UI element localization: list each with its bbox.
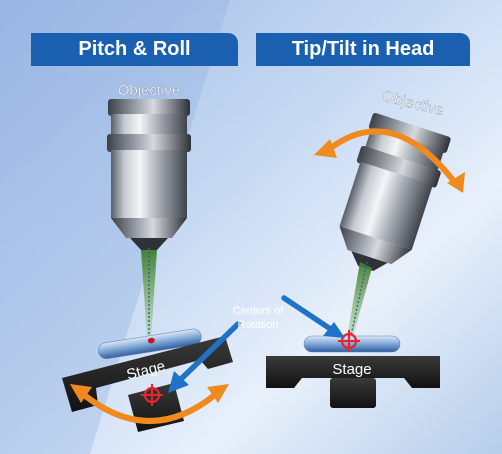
stage-right-block (330, 378, 376, 408)
crosshair-left-icon (141, 384, 163, 406)
crosshair-right-icon (338, 330, 360, 352)
slide-right (303, 335, 401, 353)
stage-right-label: Stage (332, 361, 371, 378)
tip-tilt-arrowhead-right (447, 172, 465, 193)
centers-of-rotation-line2: Rotation (238, 319, 279, 331)
tip-tilt-arrow-icon (325, 128, 459, 187)
tip-tilt-heading: Tip/Tilt in Head (256, 33, 470, 66)
stage-left-plate (62, 336, 233, 412)
pointer-arrowhead-right (323, 322, 345, 338)
pointer-arrow-left (177, 321, 241, 383)
pitch-roll-heading-bg (31, 33, 238, 66)
pointer-arrowhead-left (168, 371, 189, 393)
pitch-roll-arrowhead-right (207, 384, 229, 403)
pitch-roll-arrow-icon (80, 391, 219, 424)
tip-tilt-heading-bg (256, 33, 470, 66)
beam-right (347, 262, 372, 340)
objective-left (107, 99, 191, 250)
pitch-roll-arrowhead-left (70, 384, 92, 403)
objective-left-label: Objective (118, 82, 181, 99)
tip-tilt-heading-text: Tip/Tilt in Head (291, 38, 435, 60)
stage-right-plate (266, 356, 440, 388)
objective-right (339, 112, 451, 271)
slide-left (98, 328, 202, 360)
tip-tilt-arrowhead-left (314, 139, 337, 158)
pitch-roll-heading-text: Pitch & Roll (78, 38, 191, 60)
pitch-roll-heading: Pitch & Roll (31, 33, 238, 66)
centers-of-rotation-line1: Centers of (233, 305, 285, 317)
optical-axis-right (349, 261, 368, 341)
pointer-arrow-right (281, 295, 335, 333)
